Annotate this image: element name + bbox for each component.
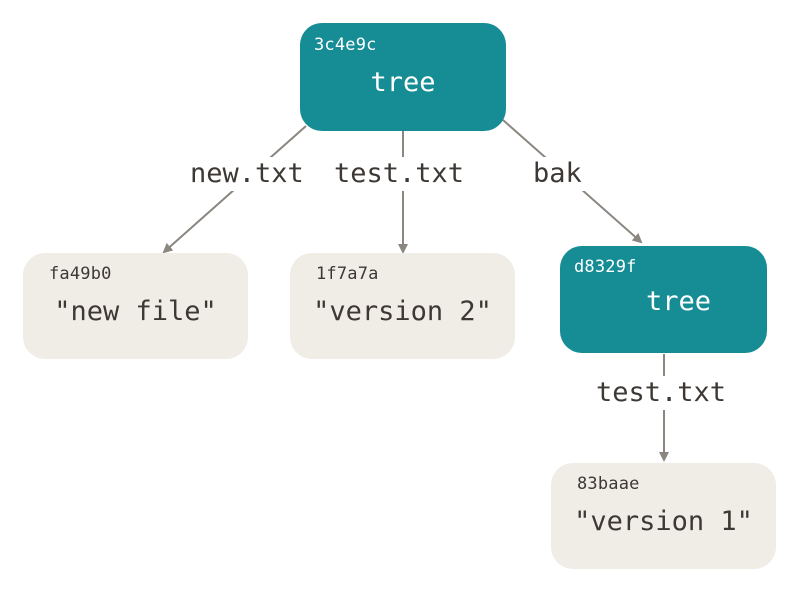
version1-blob-content: "version 1"	[574, 506, 753, 537]
root-tree-type: tree	[370, 67, 436, 98]
edge-label-bak: bak	[529, 157, 586, 191]
edge-label-test-txt-bak: test.txt	[592, 376, 731, 410]
new-file-blob-content: "new file"	[54, 296, 217, 327]
version2-blob-hash: 1f7a7a	[316, 264, 379, 284]
version2-blob-node: 1f7a7a "version 2"	[290, 253, 515, 359]
bak-tree-hash: d8329f	[574, 257, 637, 277]
root-tree-hash: 3c4e9c	[314, 35, 377, 55]
edge-label-new-txt: new.txt	[186, 157, 308, 191]
version1-blob-node: 83baae "version 1"	[551, 463, 776, 569]
version2-blob-content: "version 2"	[313, 296, 492, 327]
edge-label-test-txt-root: test.txt	[330, 157, 469, 191]
bak-tree-node: d8329f tree	[560, 246, 767, 353]
new-file-blob-node: fa49b0 "new file"	[23, 253, 248, 359]
new-file-blob-hash: fa49b0	[49, 264, 112, 284]
bak-tree-type: tree	[645, 286, 712, 317]
root-tree-node: 3c4e9c tree	[300, 23, 506, 131]
version1-blob-hash: 83baae	[577, 474, 640, 494]
